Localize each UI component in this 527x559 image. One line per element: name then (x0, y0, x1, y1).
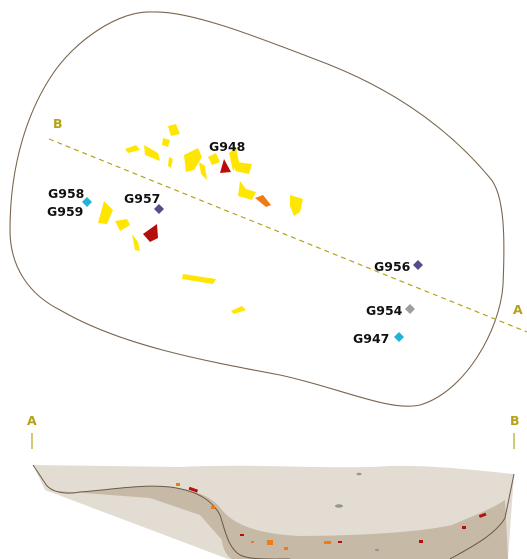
find-label-g958: G958 (48, 186, 84, 201)
fragment (144, 145, 160, 161)
find-marker-g958 (82, 197, 92, 207)
fragment (235, 162, 252, 174)
fragment-orange (255, 195, 271, 207)
find-label-g954: G954 (366, 303, 403, 318)
find-marker-g948 (220, 159, 231, 173)
section-fragment (338, 541, 342, 543)
find-marker-g947 (394, 332, 404, 342)
find-g948[interactable]: G948 (209, 139, 245, 154)
fragment (199, 162, 207, 180)
section-fragment (251, 541, 254, 543)
section-outline (32, 464, 290, 559)
section-fragment (267, 540, 273, 545)
bone-fragments-yellow (98, 124, 303, 314)
section-fragment (419, 540, 423, 543)
section-fill-lower (45, 486, 508, 559)
find-label-g956: G956 (374, 259, 411, 274)
section-label-left-a: A (27, 413, 37, 428)
section-label-a: A (513, 302, 523, 317)
section-view: A B (27, 413, 520, 559)
section-finds (176, 472, 487, 552)
fragment (168, 157, 173, 168)
find-label-g957: G957 (124, 191, 160, 206)
find-label-g947: G947 (353, 331, 389, 346)
find-label-g948: G948 (209, 139, 245, 154)
find-g957[interactable]: G957 (124, 191, 164, 214)
section-fragment (478, 512, 487, 518)
section-fragment (462, 526, 466, 529)
fragment-red (143, 224, 158, 242)
find-marker-g957 (154, 204, 164, 214)
fragment (231, 306, 246, 314)
section-fragment (188, 486, 199, 493)
find-label-g959: G959 (47, 204, 83, 219)
section-fragment (176, 483, 180, 486)
find-g956[interactable]: G956 (374, 259, 423, 274)
section-fragment (211, 506, 215, 509)
find-g959[interactable]: G959 (47, 204, 83, 219)
fragment (238, 181, 256, 200)
fragment (132, 234, 140, 251)
section-fragment (240, 534, 244, 536)
section-fragment (284, 547, 288, 550)
section-outline-right (449, 473, 515, 559)
find-g947[interactable]: G947 (353, 331, 404, 346)
find-marker-g954 (405, 304, 415, 314)
section-stone (335, 504, 343, 508)
section-label-right-b: B (510, 413, 520, 428)
fragment (98, 201, 113, 224)
section-label-b: B (53, 116, 63, 131)
fragment (290, 195, 303, 216)
section-stone (356, 472, 362, 476)
fragment (115, 219, 130, 231)
find-marker-g956 (413, 260, 423, 270)
fragment (162, 138, 170, 147)
fragment (125, 145, 140, 153)
fragment (208, 153, 220, 165)
fragment (184, 148, 202, 172)
find-g958[interactable]: G958 (48, 186, 92, 207)
pit-outline (9, 11, 505, 407)
section-line-b-a (48, 138, 527, 333)
fragment (182, 274, 216, 284)
plan-view: B A G948 G958 (9, 11, 527, 407)
fragment (168, 124, 180, 136)
section-fragment (324, 541, 331, 544)
find-g954[interactable]: G954 (366, 303, 415, 318)
section-stone (375, 548, 379, 552)
